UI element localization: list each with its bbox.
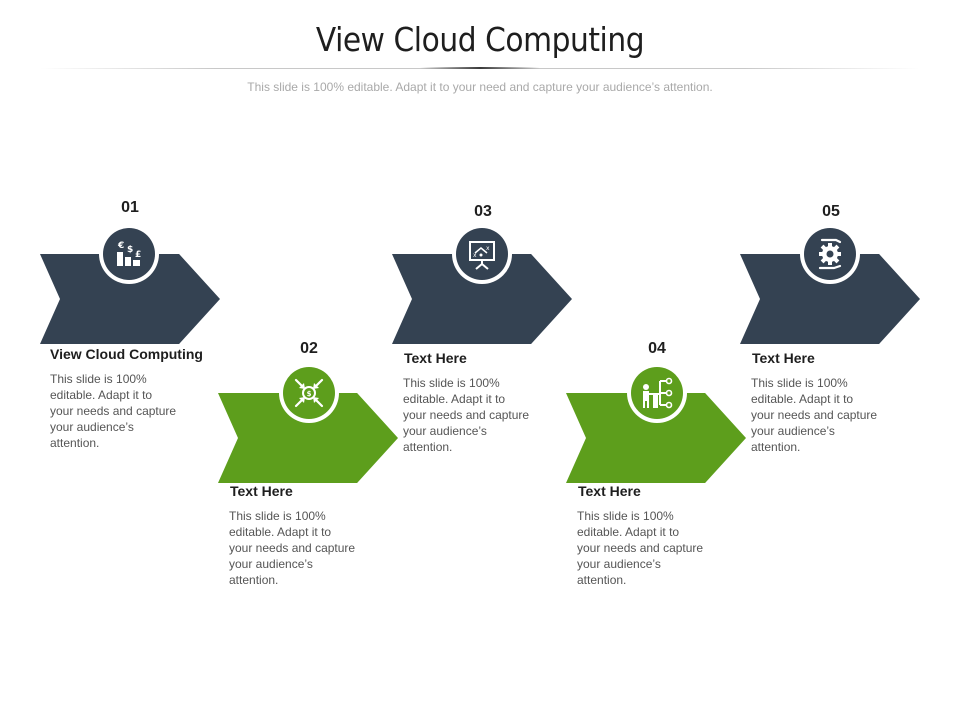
hand-gear-icon: [818, 238, 842, 270]
step-5-arrow: [740, 254, 920, 344]
step-2-heading: Text Here: [230, 483, 293, 499]
page-subtitle: This slide is 100% editable. Adapt it to…: [247, 80, 713, 94]
strategy-board-icon: x x: [469, 241, 495, 270]
currency-chart-icon: € $ £: [117, 241, 141, 266]
svg-text:€: €: [117, 241, 124, 251]
step-1-heading: View Cloud Computing: [50, 346, 203, 362]
step-2-description: This slide is 100% editable. Adapt it to…: [229, 509, 356, 587]
svg-text:x: x: [473, 252, 477, 259]
step-5-number: 05: [822, 203, 840, 220]
presenter-network-icon: [643, 377, 673, 409]
step-4-heading: Text Here: [578, 483, 641, 499]
step-4-arrow: [566, 393, 746, 483]
step-5-description: This slide is 100% editable. Adapt it to…: [751, 376, 878, 454]
step-3-arrow: [392, 254, 572, 344]
step-1-arrow: [40, 254, 220, 344]
step-4-icon-badge: [631, 367, 683, 419]
step-4-number: 04: [648, 340, 666, 357]
step-2-icon-badge: $: [283, 367, 335, 419]
step-2-number: 02: [300, 340, 318, 357]
step-3-number: 03: [474, 203, 492, 220]
svg-text:£: £: [135, 250, 141, 260]
step-4-description: This slide is 100% editable. Adapt it to…: [577, 509, 704, 587]
title-divider-accent: [420, 67, 540, 69]
step-1-description: This slide is 100% editable. Adapt it to…: [50, 372, 177, 450]
step-1-icon-badge: € $ £: [103, 228, 155, 280]
step-2-arrow: [218, 393, 398, 483]
svg-text:$: $: [307, 390, 312, 398]
step-3-icon-badge: x x: [456, 228, 508, 280]
step-5-icon-badge: [804, 228, 856, 280]
svg-text:x: x: [486, 245, 490, 252]
page-title: View Cloud Computing: [315, 20, 645, 59]
step-3-description: This slide is 100% editable. Adapt it to…: [403, 376, 530, 454]
step-5-heading: Text Here: [752, 350, 815, 366]
step-3-heading: Text Here: [404, 350, 467, 366]
step-1-number: 01: [121, 199, 139, 216]
converging-arrows-icon: $: [294, 378, 324, 408]
svg-text:$: $: [127, 245, 133, 255]
